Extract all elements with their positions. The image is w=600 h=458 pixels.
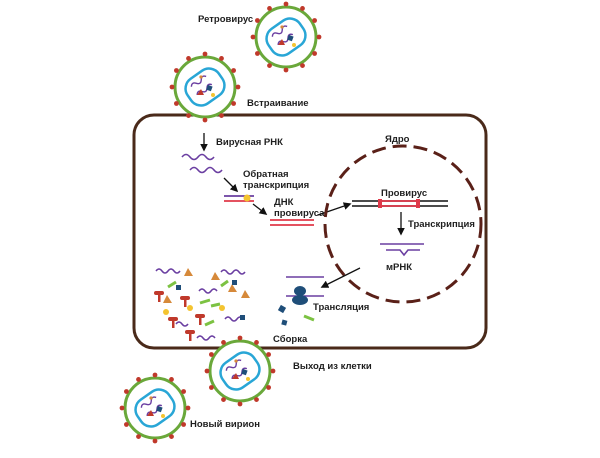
label-dna-2: провируса	[274, 208, 325, 219]
label-provirus: Провирус	[381, 188, 427, 199]
label-translation: Трансляция	[313, 302, 369, 313]
label-cell-exit: Выход из клетки	[293, 361, 372, 372]
arrow-to-reverse-transcription	[223, 177, 239, 193]
label-viral-rna: Вирусная РНК	[216, 137, 283, 148]
label-reverse-transcription-1: Обратная	[243, 169, 289, 180]
label-mrna: мРНК	[386, 262, 412, 273]
label-retrovirus: Ретровирус	[198, 14, 253, 25]
budding-virion	[203, 334, 277, 408]
cell-membrane	[132, 113, 488, 350]
arrow-into-nucleus	[317, 202, 352, 216]
arrow-out-of-nucleus	[320, 267, 361, 288]
label-new-virion: Новый вирион	[190, 419, 260, 430]
retrovirus-virion	[249, 0, 323, 74]
label-dna-1: ДНК	[274, 197, 294, 208]
arrow-to-dna-provirus	[252, 203, 268, 215]
label-integration: Встраивание	[247, 98, 309, 109]
label-reverse-transcription-2: транскрипция	[243, 180, 309, 191]
nucleus	[323, 144, 483, 304]
rna-dna-hybrid	[224, 194, 254, 202]
translation-complex	[277, 276, 324, 326]
dna-provirus	[270, 219, 314, 226]
integrating-virion	[168, 50, 242, 124]
integrated-provirus	[352, 199, 448, 208]
assembly-components	[154, 268, 250, 341]
label-transcription: Транскрипция	[408, 219, 475, 230]
mrna	[380, 243, 424, 257]
label-assembly: Сборка	[273, 334, 308, 345]
label-nucleus: Ядро	[385, 134, 410, 145]
new-virion	[118, 371, 192, 445]
viral-rna-strands	[181, 153, 223, 174]
